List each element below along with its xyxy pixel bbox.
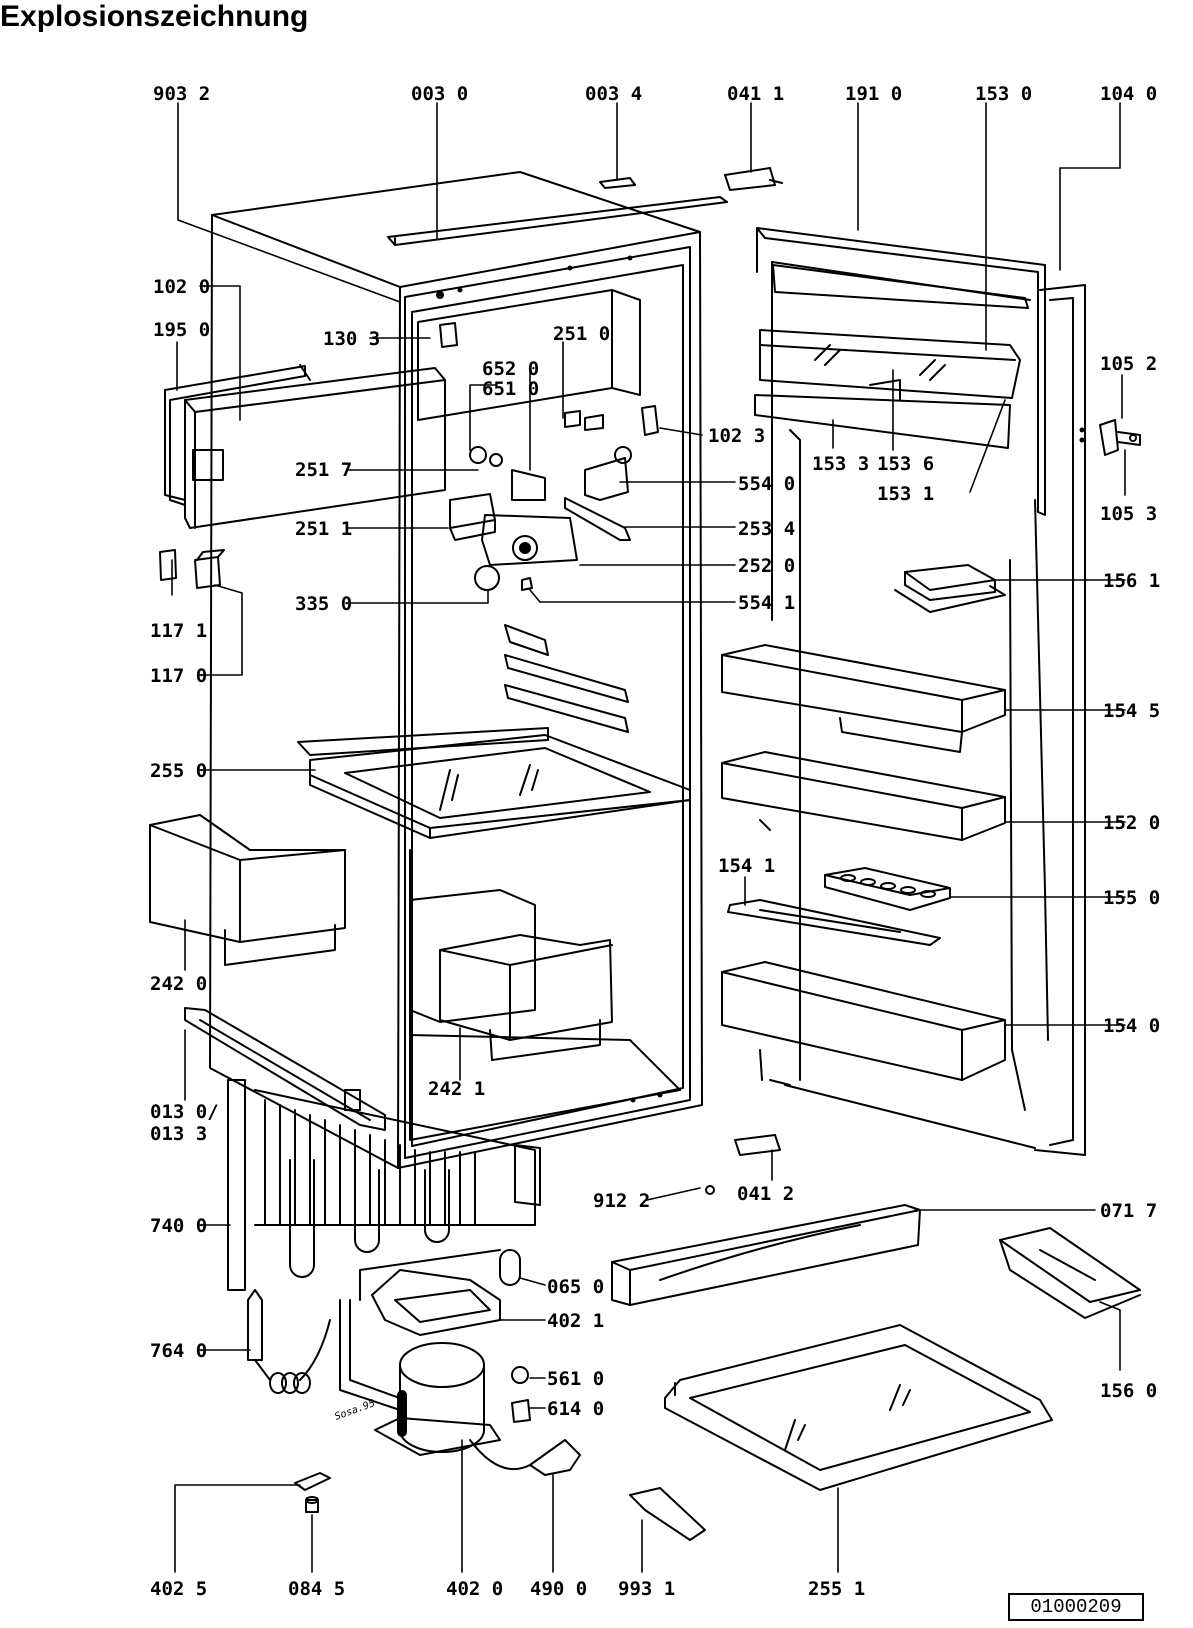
page-title: Explosionszeichnung xyxy=(0,0,309,33)
label-554-0: 554 0 xyxy=(738,473,795,495)
label-153-1: 153 1 xyxy=(877,483,934,505)
label-084-5: 084 5 xyxy=(288,1578,345,1600)
label-071-7: 071 7 xyxy=(1100,1200,1157,1222)
label-117-0: 117 0 xyxy=(150,665,207,687)
label-251-1: 251 1 xyxy=(295,518,352,540)
hinge-parts-left xyxy=(159,549,225,589)
label-242-1: 242 1 xyxy=(428,1078,485,1100)
label-104-0: 104 0 xyxy=(1100,83,1157,105)
label-013-0: 013 0/ xyxy=(150,1101,219,1123)
label-065-0: 065 0 xyxy=(547,1276,604,1298)
label-402-0: 402 0 xyxy=(446,1578,503,1600)
label-152-0: 152 0 xyxy=(1103,812,1160,834)
capillary-sensor xyxy=(247,1289,311,1394)
door xyxy=(599,167,1141,1156)
base-panels xyxy=(611,1204,1141,1491)
label-252-0: 252 0 xyxy=(738,555,795,577)
label-117-1: 117 1 xyxy=(150,620,207,642)
label-402-1: 402 1 xyxy=(547,1310,604,1332)
drawing-stamp: Sosa.95 xyxy=(333,1398,376,1423)
compressor xyxy=(299,1249,581,1476)
label-652-0: 652 0 xyxy=(482,358,539,380)
label-195-0: 195 0 xyxy=(153,319,210,341)
label-251-0: 251 0 xyxy=(553,323,610,345)
cabinet-body xyxy=(209,171,728,1169)
label-490-0: 490 0 xyxy=(530,1578,587,1600)
small-parts-bottom xyxy=(294,1134,781,1541)
label-003-0: 003 0 xyxy=(411,83,468,105)
condenser-coil xyxy=(227,1079,541,1291)
label-105-3: 105 3 xyxy=(1100,503,1157,525)
glass-shelf-upper xyxy=(297,727,691,839)
label-013-3: 013 3 xyxy=(150,1123,207,1145)
label-102-0: 102 0 xyxy=(153,276,210,298)
label-041-2: 041 2 xyxy=(737,1183,794,1205)
crisper-drawer-left xyxy=(149,814,346,966)
label-130-3: 130 3 xyxy=(323,328,380,350)
label-041-1: 041 1 xyxy=(727,83,784,105)
freezer-door xyxy=(164,364,446,529)
label-154-0: 154 0 xyxy=(1103,1015,1160,1037)
label-105-2: 105 2 xyxy=(1100,353,1157,375)
leader-lines xyxy=(171,102,1126,1573)
label-154-5: 154 5 xyxy=(1103,700,1160,722)
document-number: 01000209 xyxy=(1008,1593,1144,1621)
label-740-0: 740 0 xyxy=(150,1215,207,1237)
label-003-4: 003 4 xyxy=(585,83,642,105)
thermostat-assembly xyxy=(439,322,659,591)
label-554-1: 554 1 xyxy=(738,592,795,614)
label-614-0: 614 0 xyxy=(547,1398,604,1420)
label-255-1: 255 1 xyxy=(808,1578,865,1600)
label-156-1: 156 1 xyxy=(1103,570,1160,592)
label-402-5: 402 5 xyxy=(150,1578,207,1600)
label-335-0: 335 0 xyxy=(295,593,352,615)
label-153-0: 153 0 xyxy=(975,83,1032,105)
label-912-2: 912 2 xyxy=(593,1190,650,1212)
label-255-0: 255 0 xyxy=(150,760,207,782)
label-156-0: 156 0 xyxy=(1100,1380,1157,1402)
label-242-0: 242 0 xyxy=(150,973,207,995)
label-153-6: 153 6 xyxy=(877,453,934,475)
label-153-3: 153 3 xyxy=(812,453,869,475)
label-561-0: 561 0 xyxy=(547,1368,604,1390)
part-labels: 903 2 003 0 003 4 041 1 191 0 153 0 104 … xyxy=(150,83,1160,1600)
label-155-0: 155 0 xyxy=(1103,887,1160,909)
label-253-4: 253 4 xyxy=(738,518,795,540)
label-764-0: 764 0 xyxy=(150,1340,207,1362)
label-102-3: 102 3 xyxy=(708,425,765,447)
label-191-0: 191 0 xyxy=(845,83,902,105)
label-903-2: 903 2 xyxy=(153,83,210,105)
label-251-7: 251 7 xyxy=(295,459,352,481)
label-651-0: 651 0 xyxy=(482,378,539,400)
crisper-drawer-right xyxy=(409,889,613,1061)
label-154-1: 154 1 xyxy=(718,855,775,877)
label-993-1: 993 1 xyxy=(618,1578,675,1600)
